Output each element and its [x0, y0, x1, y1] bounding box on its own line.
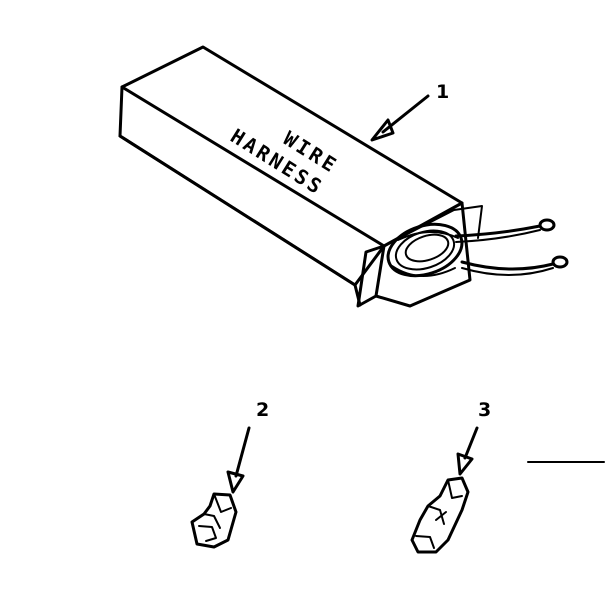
wire-leads — [454, 218, 569, 276]
coiled-wire-bundle — [386, 222, 464, 278]
callout-number-3: 3 — [478, 399, 491, 421]
arrow-head-3 — [456, 452, 474, 476]
terminal-part-2 — [190, 492, 238, 549]
arrow-head-1 — [370, 118, 395, 142]
callout-number-1: 1 — [436, 81, 449, 103]
terminal-part-3 — [410, 476, 470, 554]
callout-1: 1 — [370, 81, 449, 142]
callout-2: 2 — [226, 399, 269, 494]
wire-harness-box: WIRE HARNESS — [118, 45, 569, 308]
callout-number-2: 2 — [256, 399, 269, 421]
callout-3: 3 — [456, 399, 491, 476]
arrow-head-2 — [226, 470, 245, 494]
